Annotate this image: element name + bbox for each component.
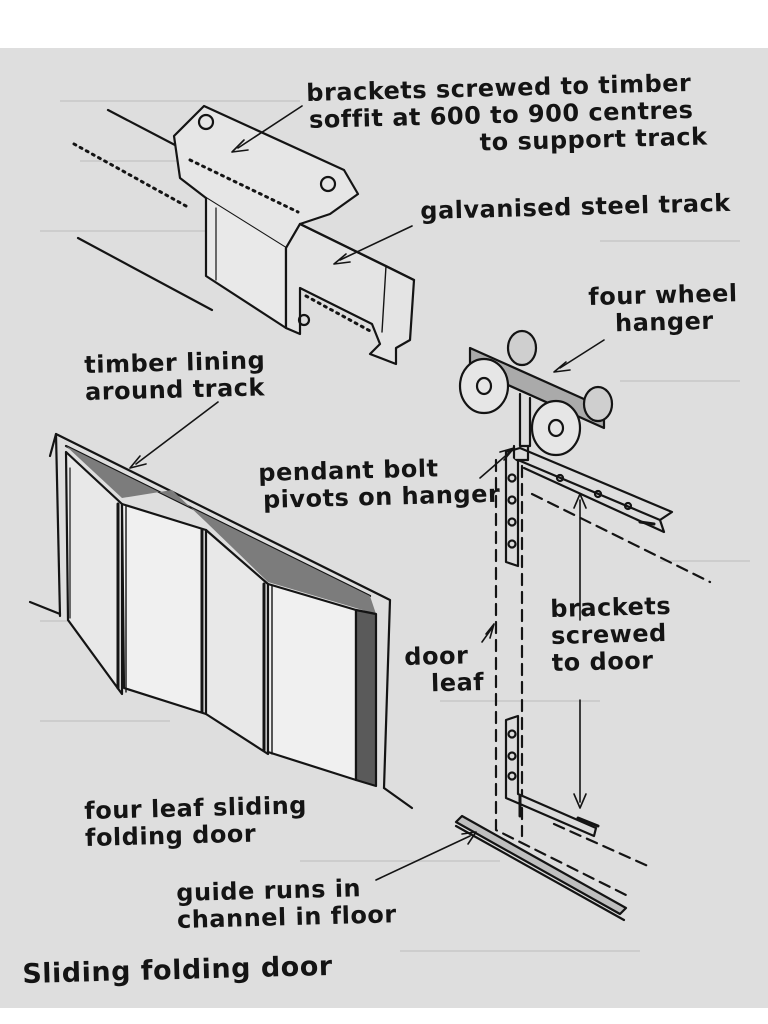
bracket-hole xyxy=(197,113,215,131)
bleed-through-bar xyxy=(40,720,170,722)
bleed-through-bar xyxy=(620,380,740,382)
door-leaf xyxy=(204,528,270,756)
label-four-leaf-door: four leaf sliding folding door xyxy=(83,791,308,852)
steel-track-channel xyxy=(284,222,416,366)
track-dotted-line xyxy=(304,294,374,334)
label-door-leaf: door leaf xyxy=(403,641,485,698)
wheel xyxy=(530,399,582,457)
bracket-dotted-line xyxy=(188,158,300,214)
label-guide-channel: guide runs in channel in floor xyxy=(175,874,398,934)
wheel xyxy=(582,385,614,423)
bleed-through-bar xyxy=(440,700,600,702)
leader-lines xyxy=(129,105,605,881)
timber-soffit xyxy=(76,236,214,312)
floor-line xyxy=(382,786,414,810)
sliding-folding-door-drawing xyxy=(28,104,712,922)
bleed-through-bar xyxy=(60,100,300,102)
head-shading xyxy=(66,446,376,614)
door-leaf-outline xyxy=(494,458,630,898)
bleed-through-bar xyxy=(300,860,500,862)
label-wheel-hanger: four wheel hanger xyxy=(587,279,738,338)
timber-lining-frame xyxy=(48,432,392,790)
bottom-door-bracket xyxy=(504,714,598,838)
four-leaf-door-view xyxy=(28,432,414,810)
pendant-bolt xyxy=(512,444,530,462)
label-pendant-bolt: pendant bolt pivots on hanger xyxy=(257,454,501,514)
floor-line xyxy=(28,600,62,616)
label-brackets-door: brackets screwed to door xyxy=(549,591,672,677)
bleed-through-bar xyxy=(40,230,220,232)
door-leaf xyxy=(64,450,124,696)
bleed-through-bar xyxy=(600,240,740,242)
wheel xyxy=(506,329,538,367)
bleed-through-bar xyxy=(400,950,640,952)
door-leaf xyxy=(266,582,358,782)
wheel xyxy=(458,357,510,415)
label-timber-lining: timber lining around track xyxy=(83,346,266,406)
top-door-bracket xyxy=(504,450,666,568)
bleed-through-bar xyxy=(660,560,750,562)
jamb-shading xyxy=(354,608,378,788)
bracket-hole xyxy=(319,175,337,193)
label-brackets-soffit: brackets screwed to timber soffit at 600… xyxy=(305,68,708,157)
floor-guide-channel xyxy=(454,814,628,916)
soffit-dotted-line xyxy=(72,142,188,208)
bracket-plate xyxy=(172,104,360,250)
track-bracket-detail xyxy=(72,104,416,366)
door-leaf xyxy=(120,502,208,716)
